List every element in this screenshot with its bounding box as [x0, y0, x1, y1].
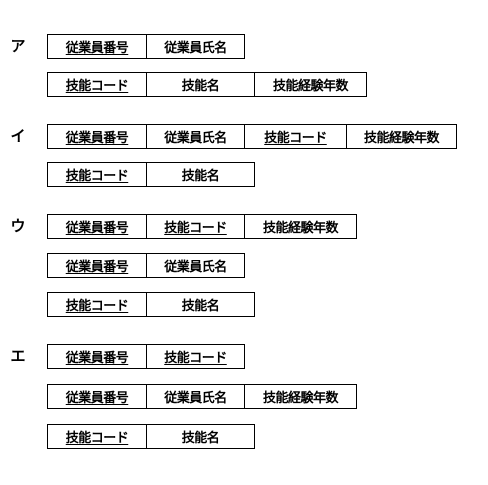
attr-employee-number: 従業員番号 — [65, 351, 129, 366]
attr-employee-name: 従業員氏名 — [146, 254, 244, 277]
attr-employee-name: 従業員氏名 — [146, 35, 244, 58]
attr-employee-number: 従業員番号 — [65, 260, 129, 275]
relation-a-1: 従業員番号 従業員氏名 — [47, 34, 245, 59]
attr-skill-code: 技能コード — [65, 79, 129, 94]
attr-skill-code: 技能コード — [146, 215, 244, 238]
attr-skill-code: 技能コード — [65, 169, 129, 184]
relation-a-2: 技能コード 技能名 技能経験年数 — [47, 72, 367, 97]
relation-i-2: 技能コード 技能名 — [47, 162, 255, 187]
attr-skill-name: 技能名 — [146, 73, 254, 96]
attr-employee-number: 従業員番号 — [65, 131, 129, 146]
attr-skill-code: 技能コード — [65, 431, 129, 446]
attr-skill-code: 技能コード — [65, 299, 129, 314]
attr-employee-number: 従業員番号 — [65, 391, 129, 406]
option-label-i: イ — [10, 127, 26, 145]
option-label-a: ア — [10, 37, 26, 55]
attr-skill-code: 技能コード — [146, 345, 244, 368]
attr-employee-number: 従業員番号 — [65, 41, 129, 56]
option-label-u: ウ — [10, 217, 26, 235]
attr-skill-name: 技能名 — [146, 293, 254, 316]
attr-skill-code: 技能コード — [244, 125, 346, 148]
relation-i-1: 従業員番号 従業員氏名 技能コード 技能経験年数 — [47, 124, 457, 149]
relation-u-2: 従業員番号 従業員氏名 — [47, 253, 245, 278]
attr-skill-name: 技能名 — [146, 163, 254, 186]
relation-u-1: 従業員番号 技能コード 技能経験年数 — [47, 214, 357, 239]
relation-e-2: 従業員番号 従業員氏名 技能経験年数 — [47, 384, 357, 409]
attr-skill-name: 技能名 — [146, 425, 254, 448]
attr-skill-years: 技能経験年数 — [254, 73, 366, 96]
attr-employee-name: 従業員氏名 — [146, 385, 244, 408]
attr-skill-years: 技能経験年数 — [244, 385, 356, 408]
attr-skill-years: 技能経験年数 — [244, 215, 356, 238]
relation-e-1: 従業員番号 技能コード — [47, 344, 245, 369]
relation-e-3: 技能コード 技能名 — [47, 424, 255, 449]
attr-employee-number: 従業員番号 — [65, 221, 129, 236]
option-label-e: エ — [10, 347, 26, 365]
relation-u-3: 技能コード 技能名 — [47, 292, 255, 317]
attr-skill-years: 技能経験年数 — [346, 125, 456, 148]
attr-employee-name: 従業員氏名 — [146, 125, 244, 148]
